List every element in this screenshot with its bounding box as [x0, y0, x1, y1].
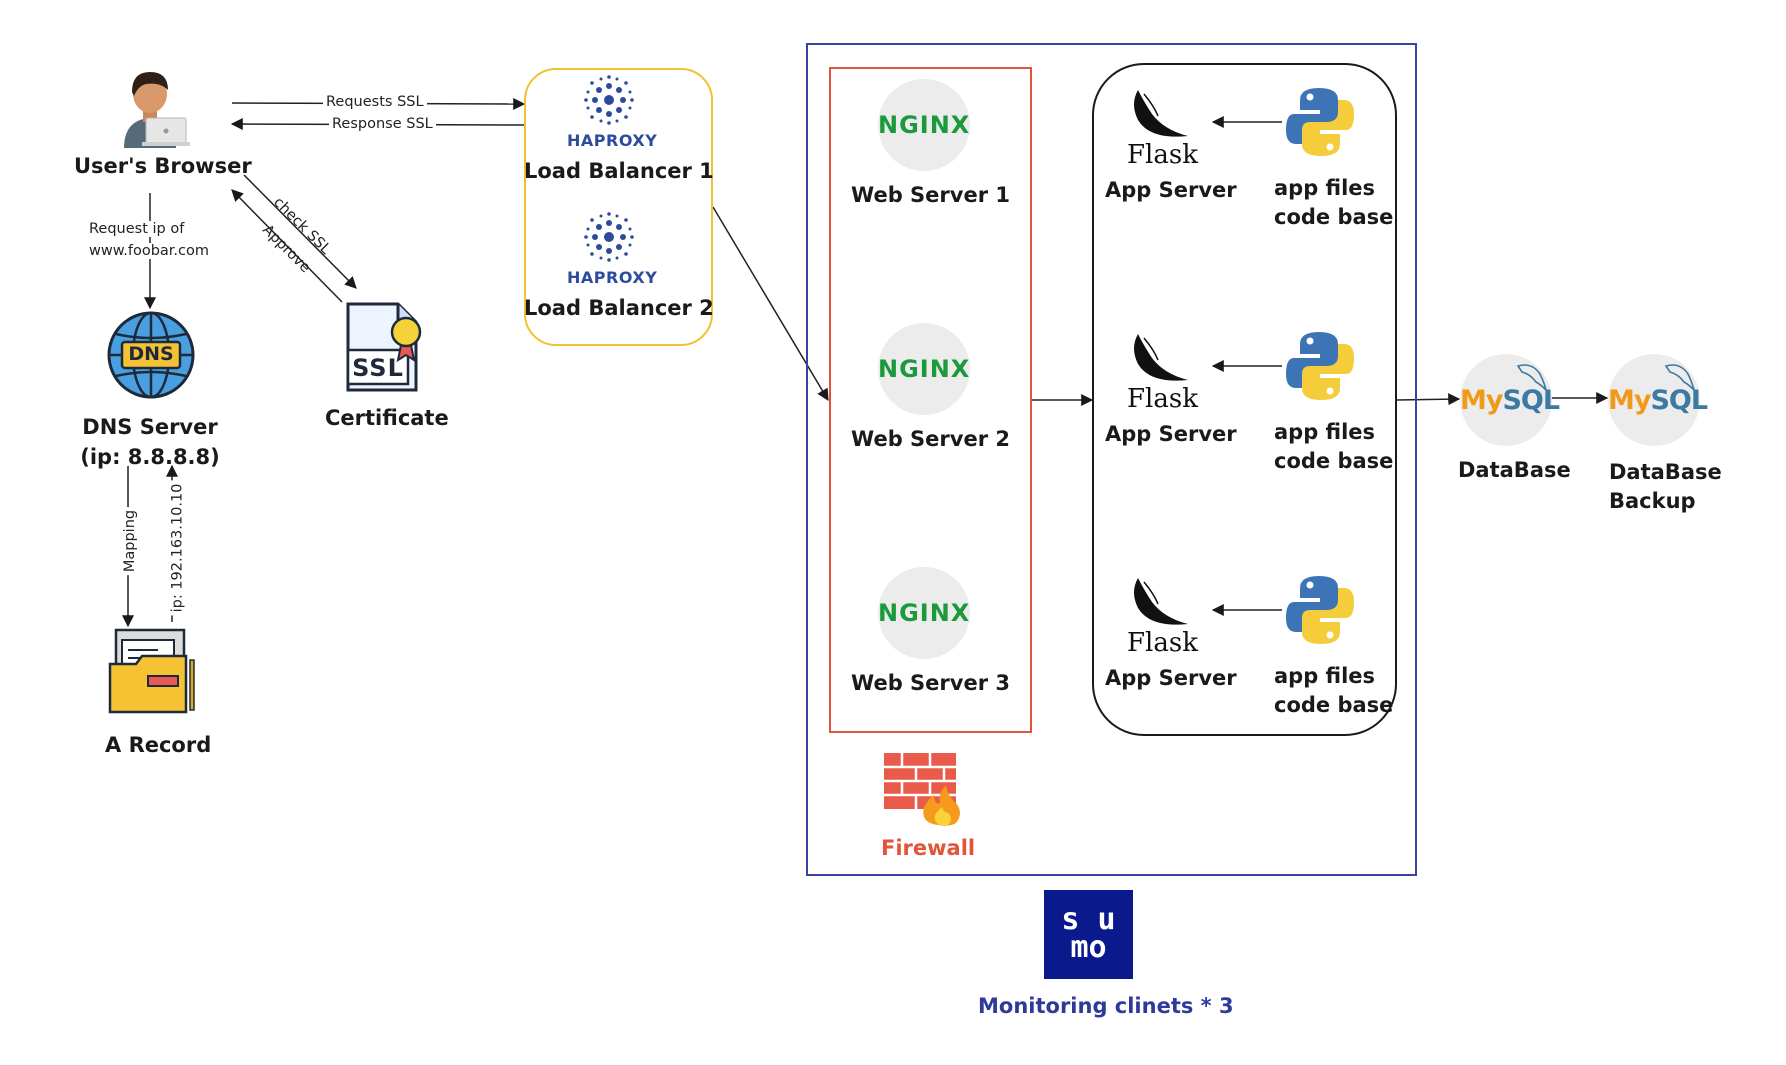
- app-files-3-label: app files code base: [1274, 662, 1393, 720]
- flask-horn-icon-1: [1134, 90, 1188, 137]
- database-backup-line2: Backup: [1609, 489, 1696, 513]
- app-files-1-line2: code base: [1274, 205, 1394, 229]
- sumo-logo-line2: mo: [1070, 930, 1107, 965]
- haproxy-logo-2: [584, 212, 634, 262]
- certificate-label: Certificate: [325, 406, 449, 430]
- database-backup-line1: DataBase: [1609, 460, 1722, 484]
- label-mapping: Mapping: [122, 506, 139, 576]
- database-label: DataBase: [1458, 458, 1571, 482]
- monitoring-label: Monitoring clinets * 3: [978, 994, 1234, 1018]
- app-files-2-line2: code base: [1274, 449, 1394, 473]
- app-server-3-label: App Server: [1105, 666, 1237, 690]
- flask-logo-text-1: Flask: [1127, 140, 1198, 170]
- nginx-logo-text-2: NGINX: [878, 355, 971, 383]
- app-server-2-label: App Server: [1105, 422, 1237, 446]
- nginx-logo-3: NGINX: [878, 567, 970, 659]
- nginx-logo-text-3: NGINX: [878, 599, 971, 627]
- arrow-approve: [231, 189, 343, 303]
- nginx-logo-2: NGINX: [878, 323, 970, 415]
- python-icon-2: [1286, 332, 1354, 400]
- arrow-lb-web: [712, 206, 829, 402]
- a-record-folder-icon: [108, 628, 195, 714]
- web-server-group: [829, 67, 1032, 733]
- users-browser-label: User's Browser: [74, 154, 252, 178]
- app-files-1-label: app files code base: [1274, 174, 1393, 232]
- mysql-logo-backup: MySQL: [1608, 354, 1708, 446]
- app-server-group: [1092, 63, 1397, 736]
- label-requests-ssl: Requests SSL: [323, 94, 427, 110]
- label-response-ssl: Response SSL: [329, 116, 436, 132]
- ssl-certificate-icon: [346, 302, 422, 392]
- load-balancer-group: [524, 68, 713, 346]
- dns-server-label: DNS Server (ip: 8.8.8.8): [80, 412, 220, 472]
- web-server-3-label: Web Server 3: [851, 671, 1010, 695]
- firewall-icon: [884, 753, 960, 826]
- web-server-2-label: Web Server 2: [851, 427, 1010, 451]
- sumo-logo-line1: s u: [1061, 902, 1116, 937]
- mysql-logo-text-backup: MySQL: [1608, 385, 1708, 416]
- flask-logo-text-2: Flask: [1127, 384, 1198, 414]
- sumo-logic-logo: s u mo: [1044, 890, 1133, 979]
- mysql-my-1: My: [1460, 385, 1503, 416]
- dns-globe-icon: [107, 311, 195, 399]
- mysql-logo-database: MySQL: [1460, 354, 1560, 446]
- app-files-2-line1: app files: [1274, 420, 1376, 444]
- mysql-sql-1: SQL: [1502, 385, 1560, 416]
- flask-logo-text-3: Flask: [1127, 628, 1198, 658]
- flask-horn-icon-2: [1134, 334, 1188, 381]
- flask-horn-icon-3: [1134, 578, 1188, 625]
- database-backup-label: DataBase Backup: [1609, 458, 1722, 516]
- web-server-1-label: Web Server 1: [851, 183, 1010, 207]
- haproxy-logo-1: [584, 75, 634, 125]
- load-balancer-1-label: Load Balancer 1: [524, 159, 714, 183]
- app-files-2-label: app files code base: [1274, 418, 1393, 476]
- load-balancer-2-label: Load Balancer 2: [524, 296, 714, 320]
- label-ip-return: ip: 192.163.10.10: [169, 480, 186, 616]
- app-server-1-label: App Server: [1105, 178, 1237, 202]
- firewall-label: Firewall: [881, 836, 976, 860]
- a-record-label: A Record: [105, 733, 212, 757]
- ssl-icon-text: SSL: [352, 354, 404, 382]
- mysql-my-2: My: [1608, 385, 1651, 416]
- mysql-dolphin-icon-2: [1664, 364, 1696, 393]
- mysql-dolphin-icon-1: [1516, 364, 1548, 393]
- python-icon-1: [1286, 88, 1354, 156]
- arrow-app-db: [1396, 393, 1461, 406]
- nginx-logo-1: NGINX: [878, 79, 970, 171]
- mysql-sql-2: SQL: [1650, 385, 1708, 416]
- app-files-3-line1: app files: [1274, 664, 1376, 688]
- nginx-logo-text-1: NGINX: [878, 111, 971, 139]
- app-files-1-line1: app files: [1274, 176, 1376, 200]
- dns-server-ip: (ip: 8.8.8.8): [80, 445, 220, 469]
- label-request-ip-1: Request ip of: [86, 221, 188, 237]
- haproxy-logo-text-1: HAPROXY: [567, 131, 658, 150]
- mysql-logo-text-database: MySQL: [1460, 385, 1560, 416]
- haproxy-logo-text-2: HAPROXY: [567, 268, 658, 287]
- arrow-check-ssl: [243, 174, 357, 289]
- user-browser-icon: [124, 72, 190, 148]
- dns-server-name: DNS Server: [82, 415, 218, 439]
- dns-icon-text: DNS: [128, 343, 174, 365]
- monitored-server-envelope: [806, 43, 1417, 876]
- python-icon-3: [1286, 576, 1354, 644]
- label-request-ip-2: www.foobar.com: [86, 243, 213, 259]
- app-files-3-line2: code base: [1274, 693, 1394, 717]
